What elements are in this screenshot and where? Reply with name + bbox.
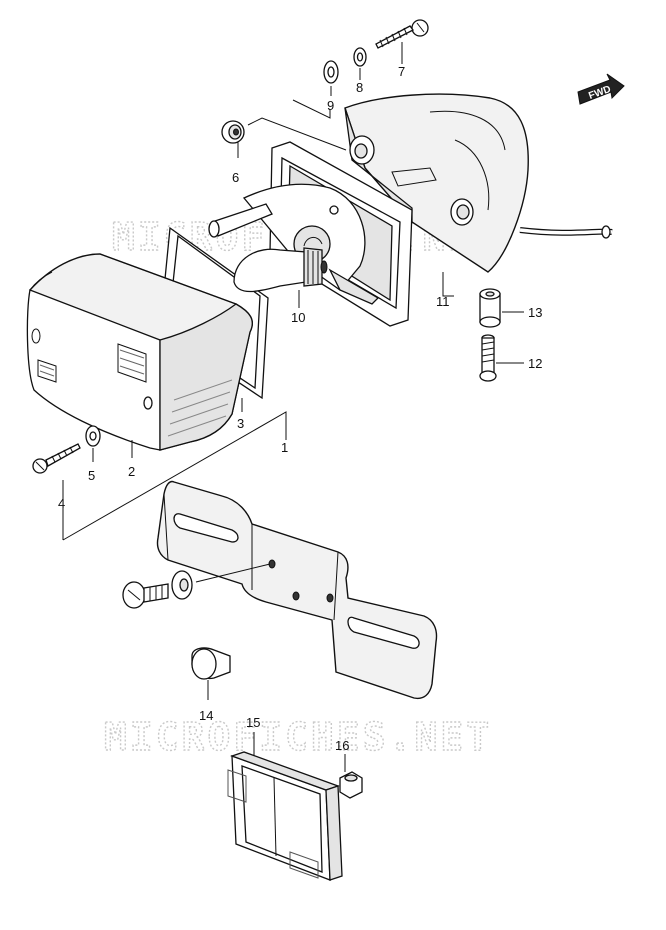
part-8-washer xyxy=(353,47,367,67)
part-4-screw xyxy=(32,443,81,474)
callout-12: 12 xyxy=(528,356,542,371)
part-2-lens xyxy=(26,253,254,451)
callout-3: 3 xyxy=(237,416,244,431)
callout-2: 2 xyxy=(128,464,135,479)
callout-1: 1 xyxy=(281,440,288,455)
part-5-washer xyxy=(85,425,101,447)
part-13-spacer xyxy=(479,288,501,328)
part-10-bulb xyxy=(233,247,328,293)
callout-6: 6 xyxy=(232,170,239,185)
callout-15: 15 xyxy=(246,715,260,730)
bulb-socket-plate xyxy=(208,183,380,305)
part-14-grommet xyxy=(191,647,231,680)
callout-8: 8 xyxy=(356,80,363,95)
callout-11: 11 xyxy=(436,294,450,309)
callout-5: 5 xyxy=(88,468,95,483)
part-16-nut xyxy=(339,771,363,799)
license-bracket xyxy=(156,480,438,700)
watermark-bottom: MICROFICHES.NET xyxy=(104,715,492,759)
part-7-screw xyxy=(375,19,429,49)
part-6-grommet xyxy=(221,120,245,144)
callout-14: 14 xyxy=(199,708,213,723)
bracket-screw xyxy=(122,581,169,609)
callout-9: 9 xyxy=(327,98,334,113)
callout-10: 10 xyxy=(291,310,305,325)
callout-7: 7 xyxy=(398,64,405,79)
part-9-washer xyxy=(323,60,339,84)
part-12-bolt xyxy=(479,334,497,382)
callout-13: 13 xyxy=(528,305,542,320)
forward-arrow-icon: FWD xyxy=(577,73,625,105)
leader-lines xyxy=(62,42,524,772)
callout-16: 16 xyxy=(335,738,349,753)
callout-labels: 7 8 9 6 10 11 13 12 3 1 5 2 4 14 15 16 xyxy=(58,64,542,753)
callout-4: 4 xyxy=(58,496,65,511)
part-15-reflector xyxy=(227,751,343,881)
bracket-washer xyxy=(171,570,193,600)
